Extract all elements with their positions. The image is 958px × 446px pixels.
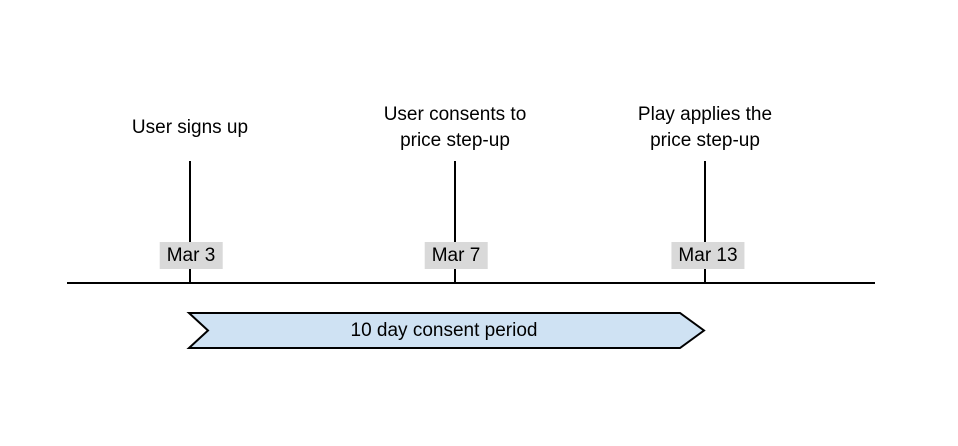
event-label-play-applies: Play applies the price step-up: [637, 104, 773, 151]
timeline-axis: [67, 282, 875, 284]
event-tick-mar-13: [704, 161, 706, 283]
event-tick-mar-3: [189, 161, 191, 283]
date-badge-mar-7: Mar 7: [424, 242, 488, 269]
consent-period-label: 10 day consent period: [350, 319, 538, 341]
event-label-user-consents: User consents to price step-up: [383, 104, 527, 151]
date-badge-mar-3: Mar 3: [159, 242, 223, 269]
event-tick-mar-7: [454, 161, 456, 283]
date-badge-mar-13: Mar 13: [671, 242, 745, 269]
event-label-user-signs-up: User signs up: [131, 117, 249, 138]
